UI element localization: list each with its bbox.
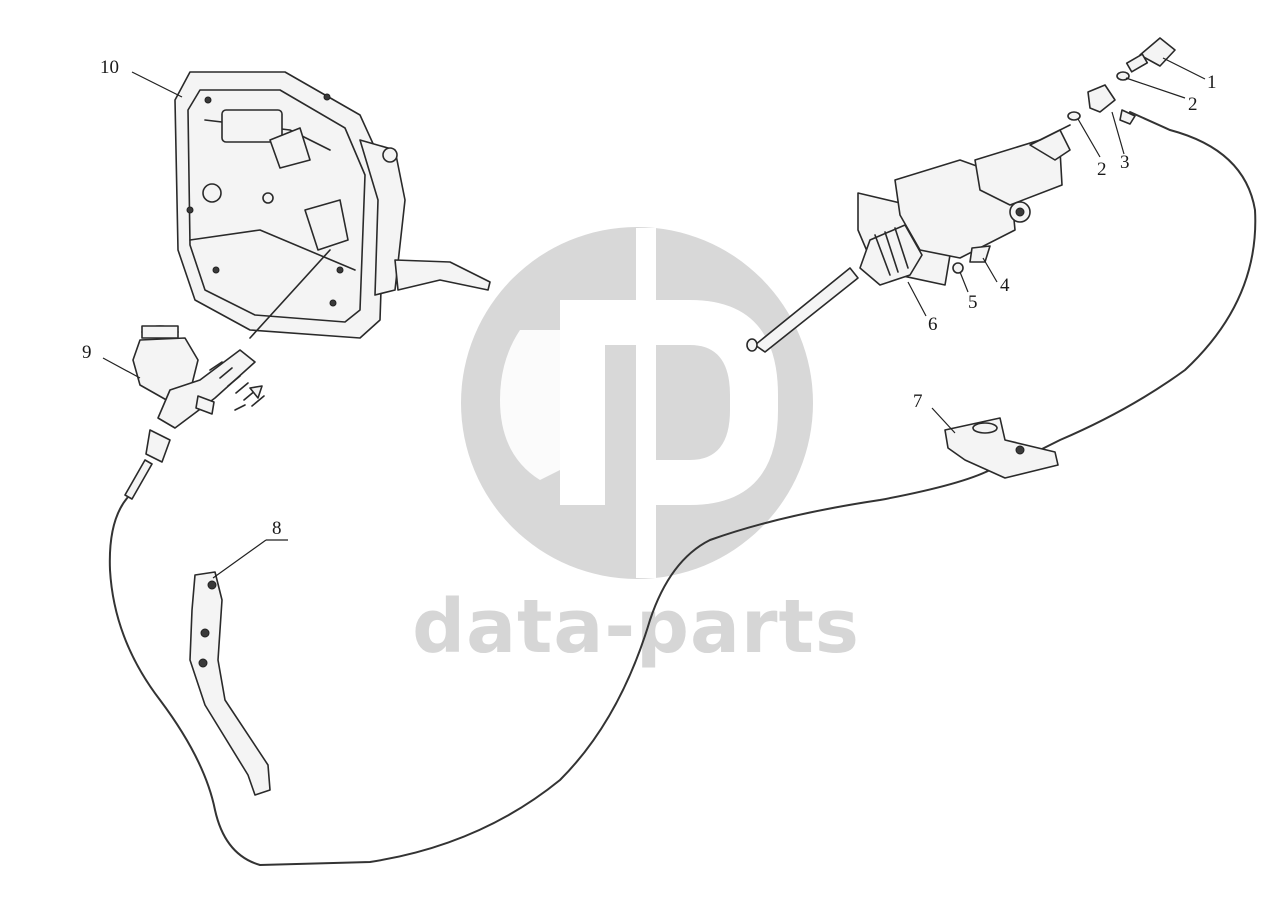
watermark-logo: data-parts (412, 227, 860, 670)
callout-2-upper: 2 (1188, 94, 1198, 115)
callout-6: 6 (928, 314, 938, 335)
watermark-text: data-parts (412, 584, 860, 670)
clip-bracket-icon (944, 417, 1059, 479)
callout-5: 5 (968, 292, 978, 313)
callout-4: 4 (1000, 275, 1010, 296)
clutch-booster-icon (746, 129, 1071, 353)
leader-lines (102, 57, 1206, 579)
banjo-fitting-icon (1087, 84, 1136, 125)
bracket-icon (189, 571, 271, 796)
callout-1: 1 (1207, 72, 1217, 93)
callout-2-lower: 2 (1097, 159, 1107, 180)
callout-10: 10 (100, 57, 119, 78)
callout-9: 9 (82, 342, 92, 363)
booster-inlet-stub (1039, 124, 1071, 141)
callout-7: 7 (913, 391, 923, 412)
clutch-master-cylinder-icon (124, 325, 265, 500)
callout-3: 3 (1120, 152, 1130, 173)
washer-lower-icon (1067, 111, 1081, 121)
banjo-bolt-icon (1125, 37, 1176, 73)
callout-8: 8 (272, 518, 282, 539)
push-rod-icon (249, 249, 331, 339)
pedal-box-assembly-icon (174, 71, 491, 339)
hydraulic-pipe-icon (108, 111, 1257, 867)
